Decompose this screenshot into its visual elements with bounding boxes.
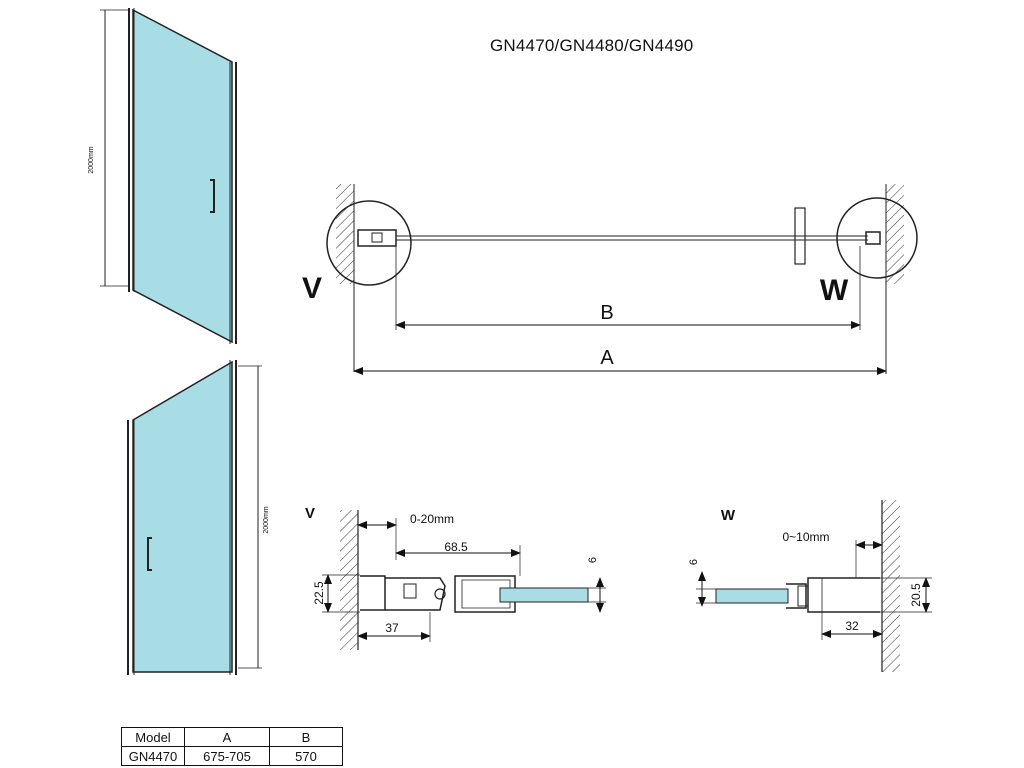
- detail-w-glass: 6: [688, 559, 700, 565]
- plan-view: [326, 184, 918, 375]
- detail-v-width: 68.5: [444, 540, 468, 554]
- detail-w-label: W: [721, 507, 736, 524]
- drawing-title: GN4470/GN4480/GN4490: [490, 36, 694, 55]
- detail-v: [322, 510, 606, 650]
- detail-w: [696, 500, 932, 672]
- model-table: Model A B GN4470 675-705 570: [121, 727, 343, 766]
- detail-w-depth: 32: [845, 619, 859, 633]
- detail-v-height: 22.5: [312, 581, 326, 605]
- door-elevation-bottom: [127, 360, 262, 675]
- dim-b-label: B: [600, 302, 613, 324]
- table-cell: GN4470: [121, 746, 185, 766]
- table-cell: 570: [269, 746, 343, 766]
- height-label-top: 2000mm: [88, 146, 95, 173]
- detail-v-adjust: 0-20mm: [410, 512, 454, 526]
- table-header: B: [269, 727, 343, 747]
- detail-w-height: 20.5: [909, 583, 923, 607]
- table-header: Model: [121, 727, 185, 747]
- table-header-row: Model A B: [121, 727, 343, 747]
- dim-a-label: A: [600, 347, 614, 369]
- height-label-bottom: 2000mm: [263, 506, 270, 533]
- table-cell: 675-705: [184, 746, 270, 766]
- detail-v-glass: 6: [587, 557, 599, 563]
- table-header: A: [184, 727, 270, 747]
- detail-v-label: V: [305, 505, 315, 522]
- detail-v-depth: 37: [385, 621, 399, 635]
- table-row: GN4470 675-705 570: [121, 746, 343, 766]
- plan-label-w: W: [820, 274, 849, 307]
- door-elevation-top: [100, 8, 237, 344]
- plan-label-v: V: [302, 272, 322, 305]
- detail-w-adjust: 0~10mm: [782, 530, 829, 544]
